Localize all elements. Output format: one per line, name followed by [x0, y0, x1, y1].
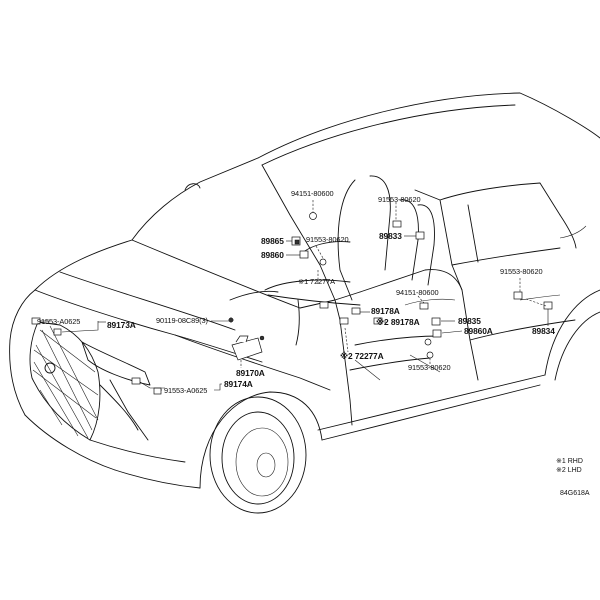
drawing-code: 84G618A [560, 490, 590, 497]
legend: ※1 RHD ※2 LHD [556, 457, 583, 475]
callout-91553-80620-center: 91553-80620 [306, 235, 349, 244]
leader-lines [40, 200, 549, 391]
callout-89834: 89834 [532, 326, 555, 336]
callout-94151-80600-upper: 94151-80600 [291, 189, 334, 198]
callout-72277a-lhd: ※2 72277A [340, 351, 384, 361]
callout-89865: 89865 [261, 236, 284, 246]
callout-89174a: 89174A [224, 379, 253, 389]
legend-rhd: ※1 RHD [556, 458, 583, 465]
callout-89860: 89860 [261, 250, 284, 260]
sensor-89860a-part [432, 329, 442, 338]
callout-89173a: 89173A [107, 320, 136, 330]
vehicle-outline [9, 92, 600, 514]
airbag-ecu-89170a-part [231, 337, 263, 361]
callout-72277a-rhd: ※1 72277A [298, 277, 335, 286]
callout-91553-80620-rear: 91553-80620 [500, 267, 543, 276]
callout-89860a: 89860A [464, 326, 493, 336]
front-sensor-89174a-part [131, 377, 141, 385]
sensor-89860-part [299, 250, 309, 259]
callout-94151-80600-seat: 94151-80600 [396, 288, 439, 297]
callout-91553-80620-lower: 91553-80620 [408, 363, 451, 372]
callout-89178a: 89178A [371, 306, 400, 316]
callout-91553-80620-pillar: 91553-80620 [378, 195, 421, 204]
callout-89833: 89833 [379, 231, 402, 241]
callout-89835: 89835 [458, 316, 481, 326]
sensor-89833-part [415, 231, 425, 240]
callout-89170a: 89170A [236, 368, 265, 378]
callout-91553-a0625-front-right: 91553-A0625 [164, 386, 208, 395]
callout-91553-a0625-front-left: 91553-A0625 [37, 317, 81, 326]
sensor-89835-part [431, 317, 441, 326]
callout-89178a-lhd: ※2 89178A [376, 317, 420, 327]
callout-90119-08c89: 90119-08C89(3) [156, 316, 208, 325]
legend-lhd: ※2 LHD [556, 467, 582, 474]
